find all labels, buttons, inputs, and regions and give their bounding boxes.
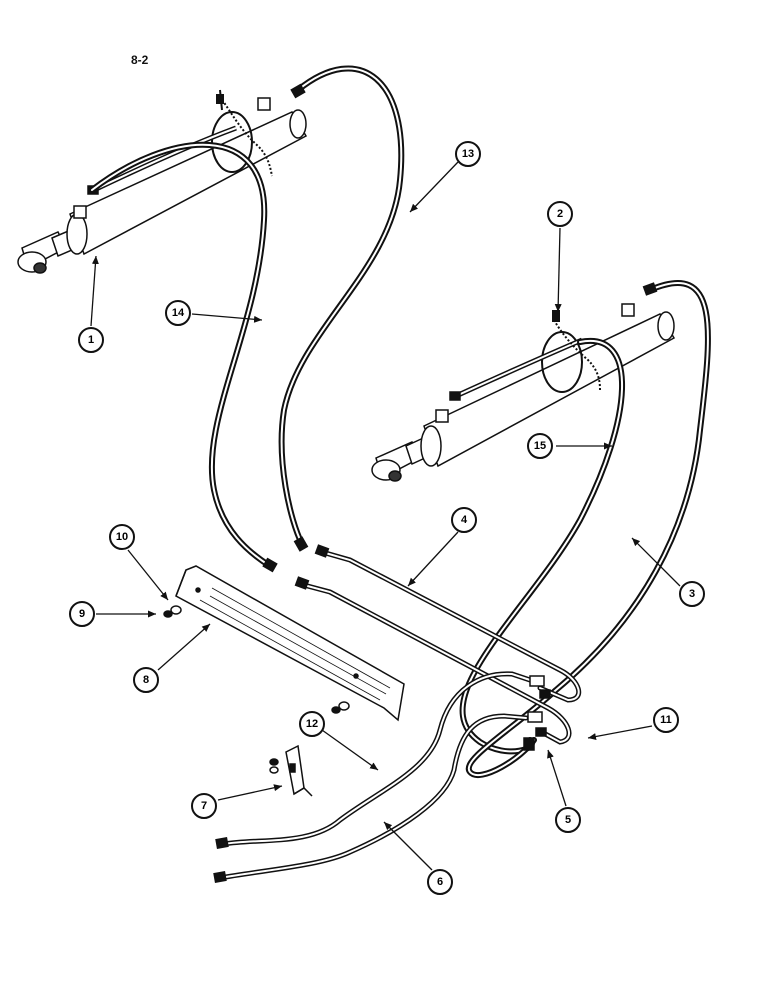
svg-text:13: 13 bbox=[462, 148, 474, 160]
callout-13: 13 bbox=[455, 141, 481, 167]
svg-text:10: 10 bbox=[116, 531, 128, 543]
callout-9: 9 bbox=[69, 601, 95, 627]
callout-15: 15 bbox=[527, 433, 553, 459]
leader-lines bbox=[90, 161, 681, 871]
callout-1: 1 bbox=[78, 327, 104, 353]
left-hydraulic-cylinder bbox=[17, 97, 308, 274]
adapter-fittings bbox=[523, 675, 551, 751]
right-hydraulic-cylinder bbox=[371, 303, 676, 482]
svg-text:4: 4 bbox=[461, 514, 468, 526]
hoses bbox=[89, 65, 711, 778]
callout-10: 10 bbox=[109, 524, 135, 550]
svg-text:15: 15 bbox=[534, 440, 546, 452]
svg-text:12: 12 bbox=[306, 718, 318, 730]
svg-text:14: 14 bbox=[172, 307, 185, 319]
callout-5: 5 bbox=[555, 807, 581, 833]
callout-3: 3 bbox=[679, 581, 705, 607]
nut-and-washer bbox=[163, 605, 350, 714]
callout-12: 12 bbox=[299, 711, 325, 737]
svg-text:9: 9 bbox=[79, 608, 85, 620]
callout-4: 4 bbox=[451, 507, 477, 533]
callout-2: 2 bbox=[547, 201, 573, 227]
tube-shield-bracket bbox=[175, 565, 405, 722]
svg-text:7: 7 bbox=[201, 800, 207, 812]
svg-text:8: 8 bbox=[143, 674, 149, 686]
svg-text:11: 11 bbox=[660, 714, 672, 726]
callout-8: 8 bbox=[133, 667, 159, 693]
page-label: 8-2 bbox=[131, 53, 149, 67]
callout-14: 14 bbox=[165, 300, 191, 326]
callout-11: 11 bbox=[653, 707, 679, 733]
svg-text:6: 6 bbox=[437, 876, 443, 888]
callout-6: 6 bbox=[427, 869, 453, 895]
tube-clamp bbox=[269, 744, 313, 797]
svg-text:2: 2 bbox=[557, 208, 563, 220]
svg-text:1: 1 bbox=[88, 334, 94, 346]
svg-text:5: 5 bbox=[565, 814, 571, 826]
callout-7: 7 bbox=[191, 793, 217, 819]
steel-tubes bbox=[217, 549, 582, 881]
svg-text:3: 3 bbox=[689, 588, 695, 600]
